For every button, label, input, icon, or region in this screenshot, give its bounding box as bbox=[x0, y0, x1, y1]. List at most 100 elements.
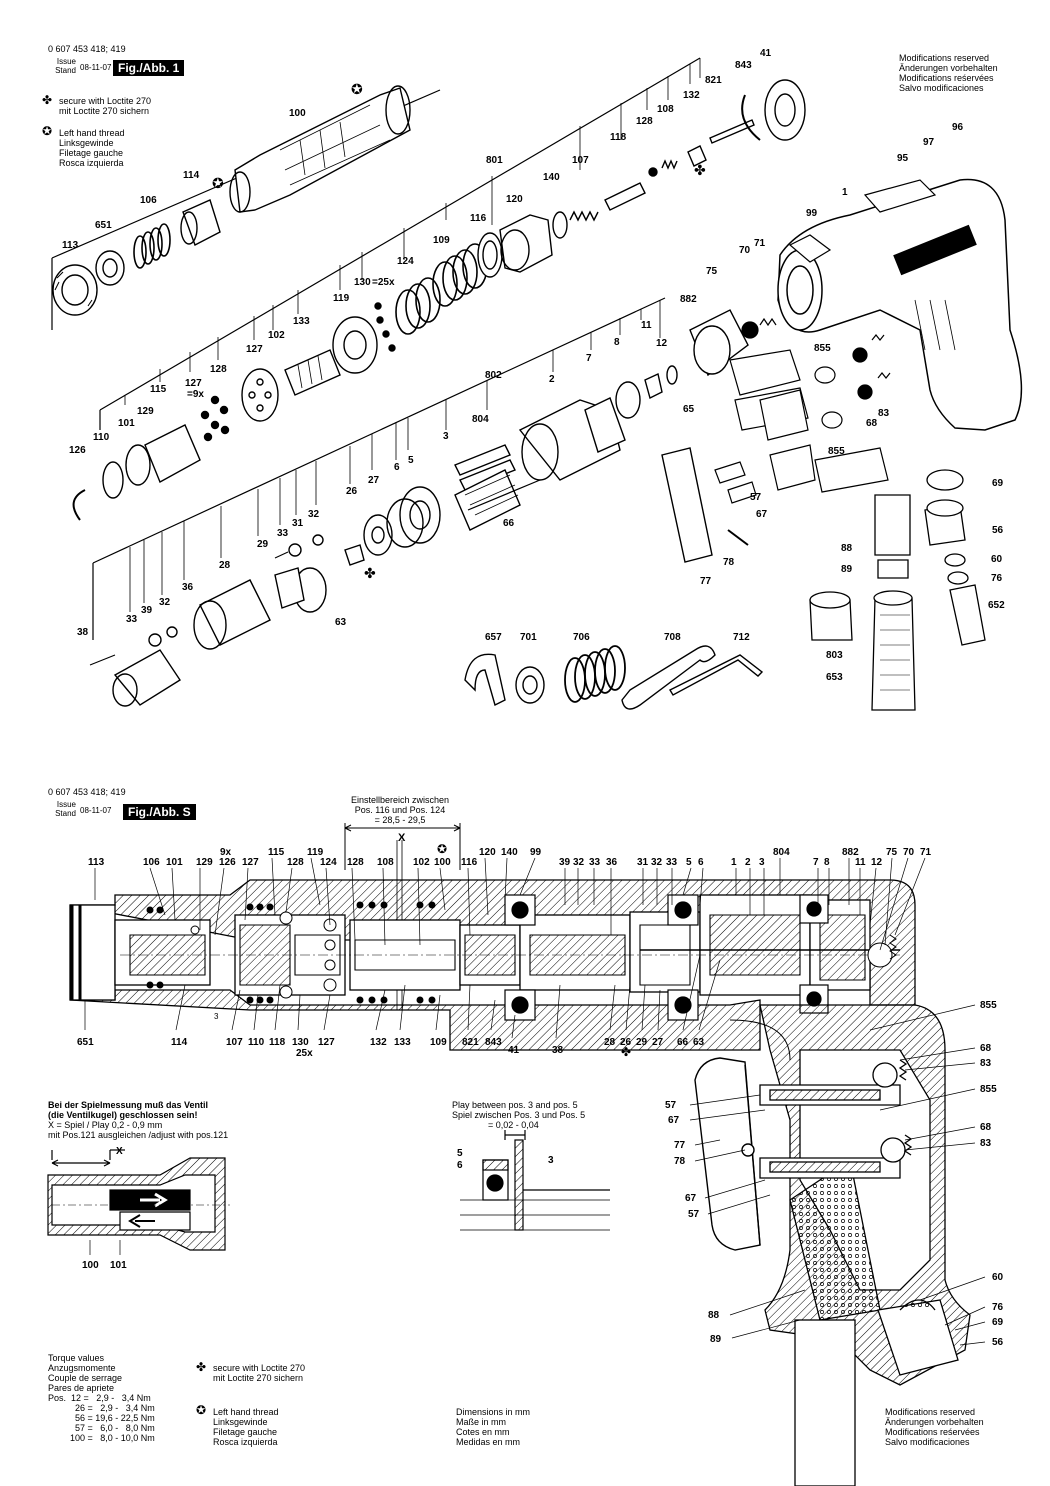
leader-ticks bbox=[124, 58, 701, 612]
part-label-855: 855 bbox=[814, 343, 831, 354]
part-label-882: 882 bbox=[680, 294, 697, 305]
doc-number-figS: 0 607 453 418; 419 bbox=[48, 787, 126, 797]
adjust-line: Pos. 116 und Pos. 124 bbox=[354, 805, 446, 815]
part-114-shape bbox=[180, 199, 221, 246]
part-99-shape bbox=[788, 234, 832, 263]
torque-row: 57 = 6,0 - 8,0 Nm bbox=[75, 1423, 155, 1433]
part-label-=25x: =25x bbox=[372, 277, 395, 288]
section-label-25x: 25x bbox=[296, 1048, 313, 1059]
part-label-60: 60 bbox=[991, 554, 1003, 565]
part-label-76: 76 bbox=[991, 573, 1003, 584]
part-label-63: 63 bbox=[335, 617, 347, 628]
section-label-57: 57 bbox=[688, 1209, 700, 1220]
part-label-130: 130 bbox=[354, 277, 371, 288]
play-note: Play between pos. 3 and pos. 5 Spiel zwi… bbox=[452, 1100, 602, 1130]
part-label-71: 71 bbox=[754, 238, 766, 249]
part-107-shape bbox=[569, 210, 599, 222]
part-label-129: 129 bbox=[137, 406, 154, 417]
mod-line: Salvo modificaciones bbox=[899, 83, 984, 93]
section-label-68: 68 bbox=[980, 1043, 992, 1054]
part-label-106: 106 bbox=[140, 195, 157, 206]
mod-line: Änderungen vorbehalten bbox=[899, 63, 998, 73]
fig1-badge: Fig./Abb. 1 bbox=[113, 60, 185, 76]
section-label-27: 27 bbox=[652, 1037, 664, 1048]
section-label-821: 821 bbox=[462, 1037, 479, 1048]
part-804-shape bbox=[454, 444, 516, 491]
section-label-31: 31 bbox=[637, 857, 649, 868]
part-130-shape bbox=[374, 302, 396, 352]
part-label-803: 803 bbox=[826, 650, 843, 661]
torque-row: 100 = 8,0 - 10,0 Nm bbox=[70, 1433, 155, 1443]
section-label-140: 140 bbox=[501, 847, 518, 858]
modifications-fig1: Modifications reserved Änderungen vorbeh… bbox=[899, 53, 998, 93]
adjust-line: = 28,5 - 29,5 bbox=[374, 815, 426, 825]
section-label-5: 5 bbox=[686, 857, 692, 868]
part-label-33: 33 bbox=[277, 528, 289, 539]
part-label-33: 33 bbox=[126, 614, 138, 625]
part-label-77: 77 bbox=[700, 576, 712, 587]
legend-line: Linksgewinde bbox=[59, 138, 114, 148]
part-label-29: 29 bbox=[257, 539, 269, 550]
part-label-127: 127 bbox=[185, 378, 202, 389]
section-label-7: 7 bbox=[813, 857, 819, 868]
part-label-651: 651 bbox=[95, 220, 112, 231]
issue-stand-fig1: Issue Stand bbox=[46, 57, 76, 75]
part-label-115: 115 bbox=[150, 384, 167, 395]
part-29-shape bbox=[274, 567, 327, 613]
loctite-icon: ✤ bbox=[364, 565, 376, 581]
section-label-124: 124 bbox=[320, 857, 337, 868]
part-843-shape bbox=[741, 94, 761, 141]
part-5-shape bbox=[399, 486, 441, 544]
plate-95-shape bbox=[863, 179, 937, 213]
part-label-114: 114 bbox=[183, 170, 200, 181]
section-label-76: 76 bbox=[992, 1302, 1004, 1313]
section-label-83: 83 bbox=[980, 1058, 992, 1069]
part-label-36: 36 bbox=[182, 582, 194, 593]
spiel-note-line: (die Ventilkugel) geschlossen sein! bbox=[48, 1110, 198, 1120]
section-label-60: 60 bbox=[992, 1272, 1004, 1283]
section-label-28: 28 bbox=[604, 1037, 616, 1048]
section-label-56: 56 bbox=[992, 1337, 1004, 1348]
section-label-110: 110 bbox=[248, 1037, 265, 1048]
part-label-96: 96 bbox=[952, 122, 964, 133]
left-thread-icon: ✪ bbox=[212, 175, 224, 191]
left-thread-icon: ✪ bbox=[351, 81, 363, 97]
issue-stand-figS: Issue Stand bbox=[46, 800, 76, 818]
balls-and-springs bbox=[146, 901, 897, 1004]
section-label-133: 133 bbox=[394, 1037, 411, 1048]
legend-line: Left hand thread bbox=[59, 128, 125, 138]
part-label-118: 118 bbox=[610, 132, 627, 143]
figS-leaders bbox=[84, 857, 986, 1346]
legend-line: Rosca izquierda bbox=[213, 1437, 278, 1447]
row1-parts bbox=[52, 79, 806, 521]
part-label-68: 68 bbox=[866, 418, 878, 429]
part-label-6: 6 bbox=[394, 462, 400, 473]
part-712-hexkey bbox=[669, 654, 764, 696]
x-mark-label: X bbox=[398, 832, 406, 844]
legend-line: Rosca izquierda bbox=[59, 158, 124, 168]
part-label-701: 701 bbox=[520, 632, 537, 643]
part-label-65: 65 bbox=[683, 404, 695, 415]
section-label-855: 855 bbox=[980, 1084, 997, 1095]
part-39-32-gears bbox=[148, 626, 178, 647]
part-126-shape bbox=[72, 489, 86, 521]
part-label-133: 133 bbox=[293, 316, 310, 327]
play-note-line: = 0,02 - 0,04 bbox=[488, 1120, 539, 1130]
section-label-127: 127 bbox=[242, 857, 259, 868]
part-label-88: 88 bbox=[841, 543, 853, 554]
bearings bbox=[504, 894, 829, 1021]
section-label-130: 130 bbox=[292, 1037, 309, 1048]
section-label-119: 119 bbox=[307, 847, 324, 858]
section-label-855: 855 bbox=[980, 1000, 997, 1011]
internal-details bbox=[120, 914, 900, 986]
part-label-69: 69 bbox=[992, 478, 1004, 489]
frame-line bbox=[92, 297, 666, 564]
left-thread-icon: ✪ bbox=[196, 1403, 207, 1417]
part-label-32: 32 bbox=[308, 509, 320, 520]
part-label-120: 120 bbox=[506, 194, 523, 205]
part-label-102: 102 bbox=[268, 330, 285, 341]
section-label-38: 38 bbox=[552, 1045, 564, 1056]
section-label-63: 63 bbox=[693, 1037, 705, 1048]
valve-parts bbox=[714, 317, 891, 504]
section-label-113: 113 bbox=[88, 857, 105, 868]
